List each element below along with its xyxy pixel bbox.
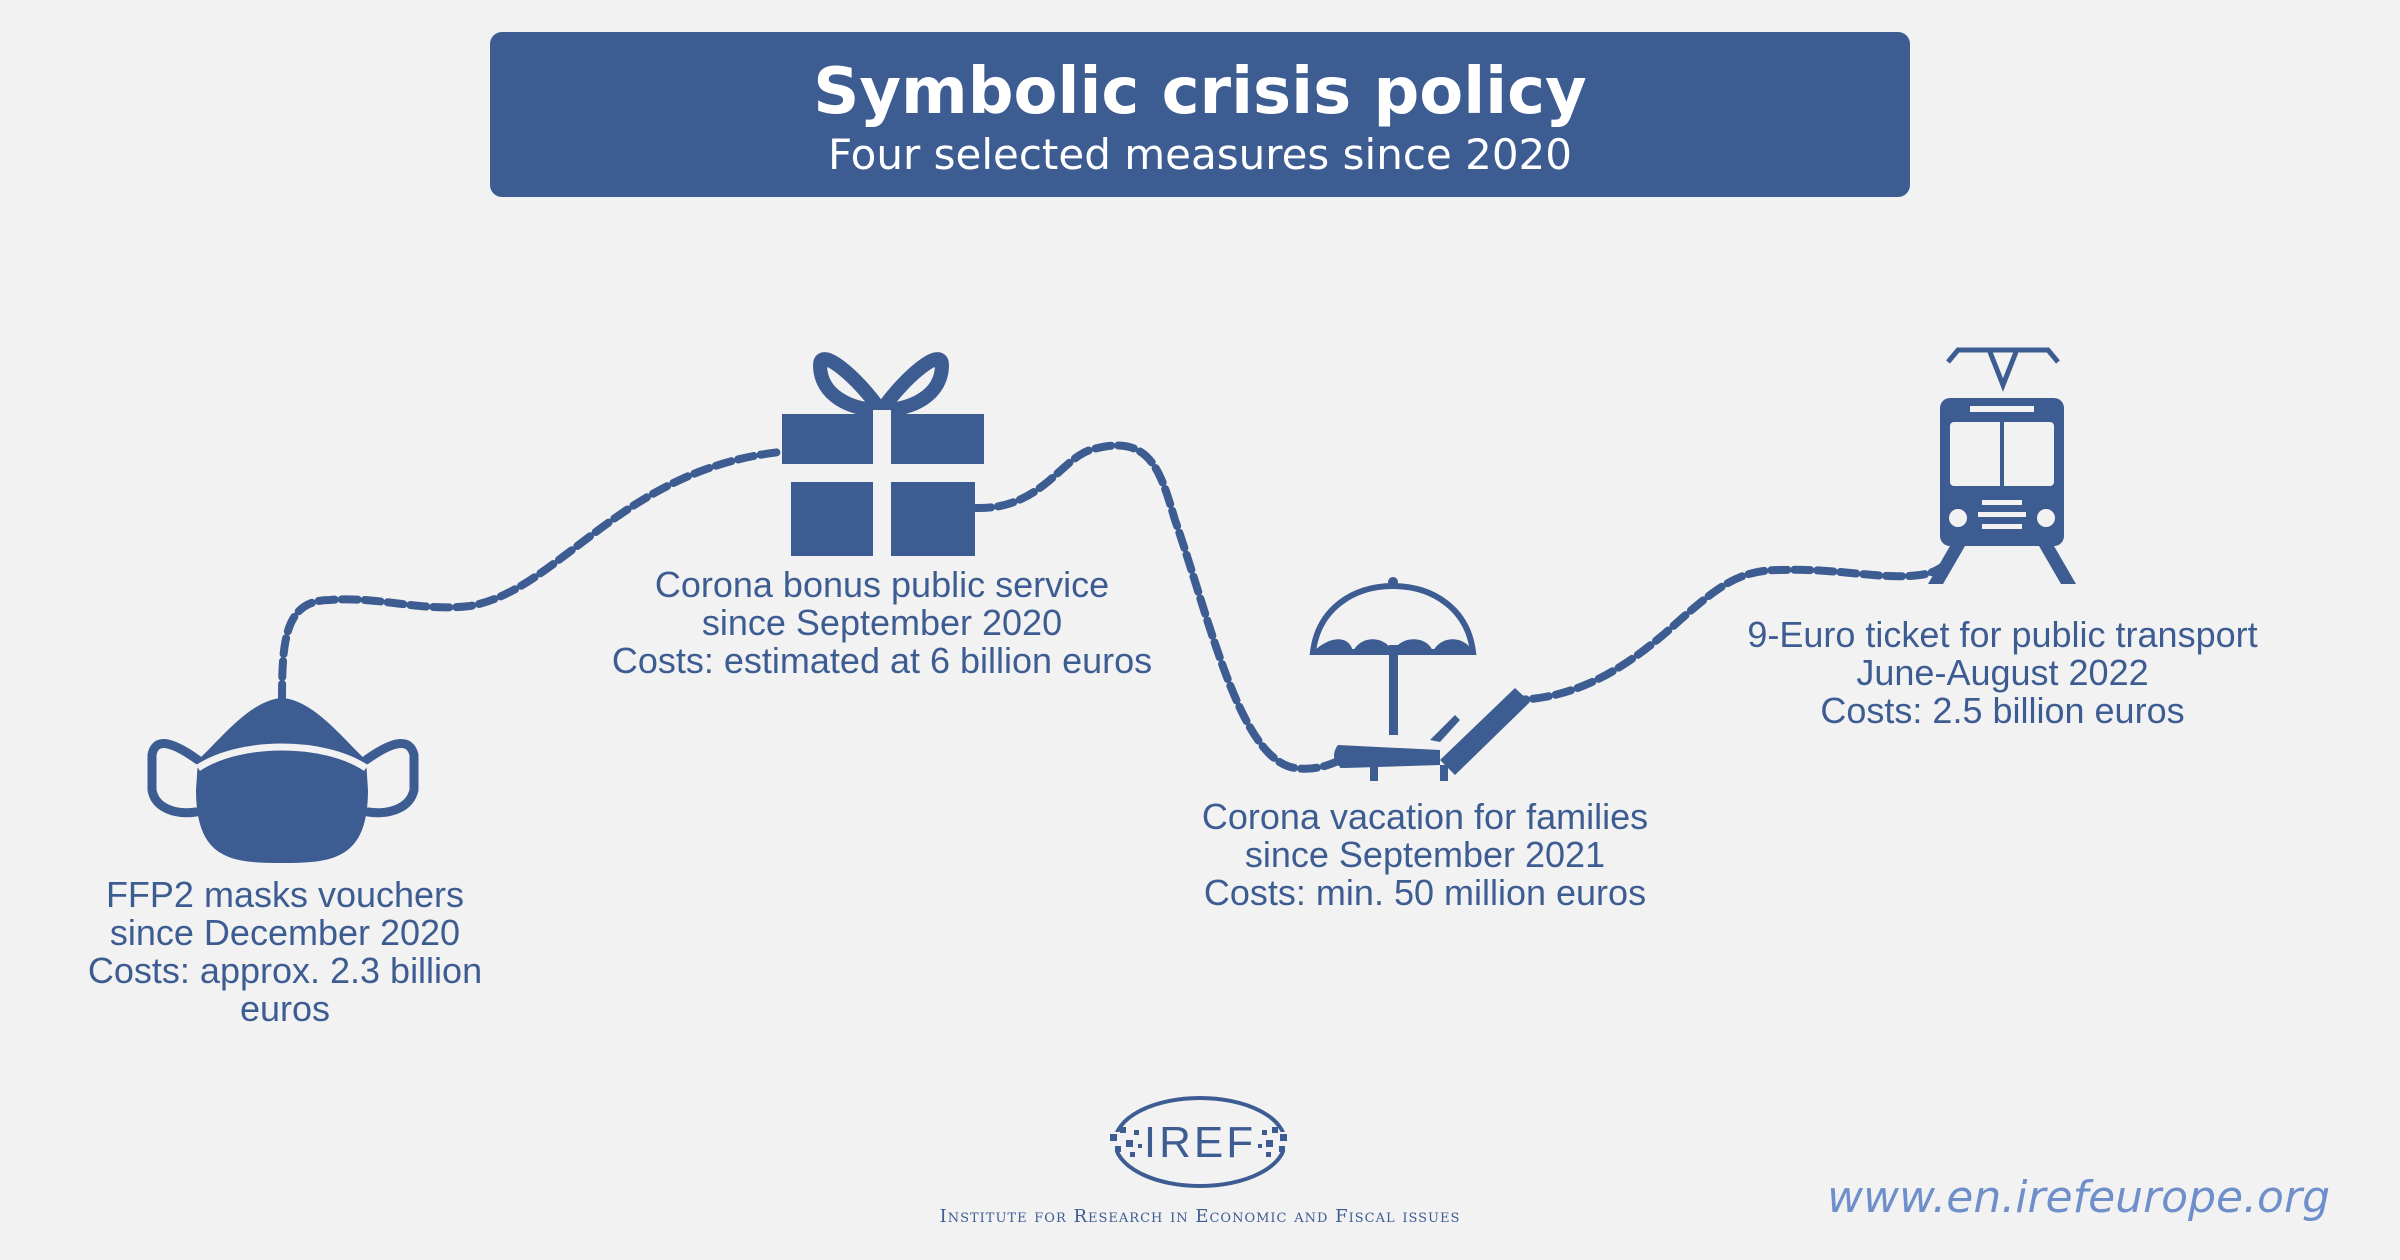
logo-text: IREF	[1143, 1118, 1257, 1167]
measure-masks-name: FFP2 masks vouchers	[105, 874, 465, 915]
measure-vacation-name: Corona vacation for families	[1201, 796, 1649, 837]
measure-vacation-caption: Corona vacation for families since Septe…	[1125, 798, 1725, 912]
measure-ticket-period: June-August 2022	[1856, 652, 2149, 693]
measure-ticket-name: 9-Euro ticket for public transport	[1747, 614, 2258, 655]
measure-masks-costs: Costs: approx. 2.3 billion euros	[87, 950, 483, 1029]
measure-bonus-costs: Costs: estimated at 6 billion euros	[611, 640, 1153, 681]
measure-bonus-name: Corona bonus public service	[654, 564, 1110, 605]
measure-vacation-costs: Costs: min. 50 million euros	[1203, 872, 1647, 913]
title-banner: Symbolic crisis policy Four selected mea…	[490, 32, 1910, 197]
page-subtitle: Four selected measures since 2020	[828, 130, 1572, 179]
dashed-connector-path	[278, 441, 1949, 773]
gift-icon	[782, 352, 984, 560]
measure-vacation-period: since September 2021	[1244, 834, 1606, 875]
institute-name: Institute for Research in Economic and F…	[939, 1206, 1461, 1227]
measure-masks-caption: FFP2 masks vouchers since December 2020 …	[60, 876, 510, 1028]
measure-bonus-caption: Corona bonus public service since Septem…	[582, 566, 1182, 680]
measure-masks-period: since December 2020	[109, 912, 461, 953]
train-icon	[1928, 347, 2076, 584]
website-url[interactable]: www.en.irefeurope.org	[1827, 1172, 2330, 1223]
measure-ticket-costs: Costs: 2.5 billion euros	[1820, 690, 2185, 731]
beach-umbrella-lounger-icon	[1309, 577, 1530, 781]
page-title: Symbolic crisis policy	[813, 55, 1587, 129]
iref-logo-icon	[1110, 1096, 1288, 1188]
measure-ticket-caption: 9-Euro ticket for public transport June-…	[1700, 616, 2305, 730]
mask-icon	[147, 698, 419, 863]
measure-bonus-period: since September 2020	[701, 602, 1063, 643]
